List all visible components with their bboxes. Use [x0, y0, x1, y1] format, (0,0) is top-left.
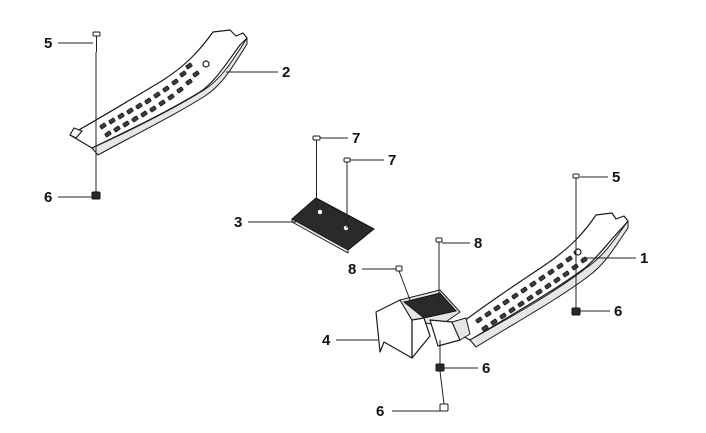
callout-8-side: 8	[348, 261, 356, 278]
callout-1: 1	[640, 250, 648, 267]
nut-6-upper	[91, 191, 101, 200]
bolt-5-upper	[92, 31, 101, 52]
callout-5-upper: 5	[44, 35, 52, 52]
screw-7-right	[343, 157, 351, 228]
part-2-footboard	[69, 29, 248, 156]
callout-6-bottom: 6	[376, 403, 384, 420]
part-3-mat	[291, 197, 375, 254]
callout-6-upper: 6	[44, 189, 52, 206]
callout-7-right: 7	[388, 152, 396, 169]
callout-3: 3	[234, 214, 242, 231]
part-1-footboard	[451, 212, 629, 348]
screw-7-left	[312, 135, 321, 210]
part-4-bracket	[375, 289, 471, 359]
part-1-grip-pads	[475, 248, 588, 332]
part-2-grip-pads	[99, 62, 200, 138]
callout-4: 4	[322, 332, 331, 349]
callout-8-top: 8	[474, 235, 482, 252]
nut-6-bracket	[435, 363, 445, 372]
screw-8-top	[435, 237, 443, 302]
nut-6-right	[571, 307, 581, 316]
callout-6-bracket: 6	[482, 360, 490, 377]
bolt-5-lower	[572, 173, 580, 308]
callout-5-lower: 5	[612, 169, 620, 186]
callout-2: 2	[282, 64, 290, 81]
callout-7-left: 7	[352, 130, 360, 147]
screw-8-side	[395, 265, 411, 301]
nut-6-bottom	[439, 403, 449, 412]
callout-6-right: 6	[614, 303, 622, 320]
